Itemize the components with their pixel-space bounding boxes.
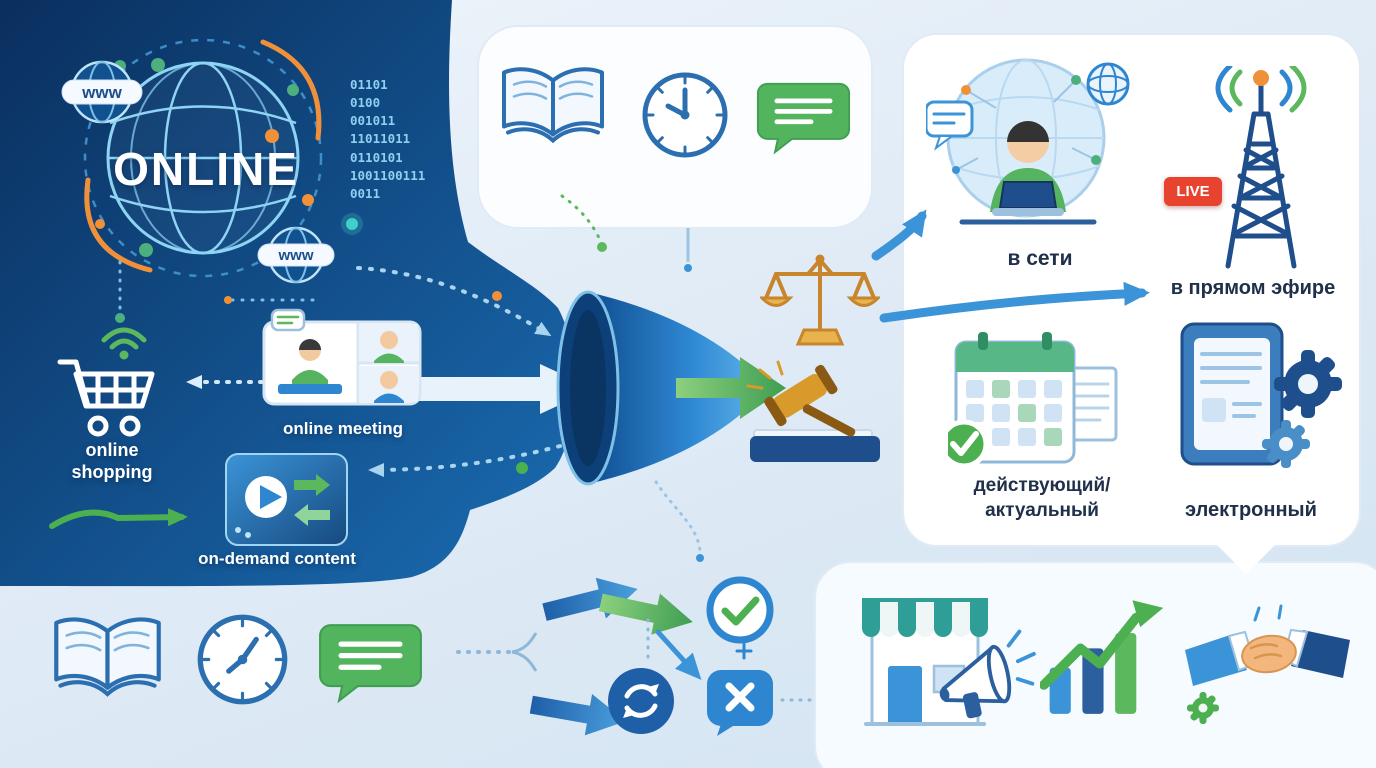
on-demand-label: on-demand content	[198, 549, 356, 568]
www-badge-bottom-icon: www	[256, 224, 336, 290]
scales-of-justice-icon	[760, 250, 880, 355]
chat-bubble-top-icon	[756, 78, 851, 158]
current-meaning-label: действующий/ актуальный	[973, 475, 1111, 521]
www-badge-top-icon: www	[60, 58, 144, 130]
calendar-check-icon	[948, 326, 1128, 476]
person-laptop-globe-icon	[926, 50, 1136, 250]
dismiss-bubble-icon	[703, 664, 777, 738]
tablet-gears-icon	[1170, 320, 1350, 480]
online-title: ONLINE	[113, 143, 299, 195]
live-meaning-label: в прямом эфире	[1170, 277, 1336, 299]
open-book-bottom-icon	[50, 612, 165, 707]
handshake-icon	[1185, 592, 1350, 727]
clock-bottom-icon	[195, 612, 290, 707]
megaphone-icon	[928, 620, 1043, 730]
shopping-cart-icon	[56, 348, 166, 448]
clock-top-icon	[640, 70, 730, 160]
radio-tower-icon	[1176, 66, 1346, 276]
online-meeting-label: online meeting	[283, 419, 403, 438]
open-book-top-icon	[498, 60, 608, 155]
wifi-icon	[94, 314, 154, 362]
online-meaning-label: в сети	[1007, 247, 1073, 270]
check-circle-icon	[703, 573, 777, 647]
binary-code: 01101 0100 001011 11011011 0110101 10011…	[350, 77, 426, 201]
live-badge: LIVE	[1164, 177, 1222, 206]
electronic-meaning-label: электронный	[1185, 499, 1317, 521]
growth-chart-icon	[1040, 590, 1170, 725]
sync-circle-icon	[604, 664, 678, 738]
gavel-and-book-icon	[742, 358, 892, 473]
online-shopping-label: online shopping	[71, 440, 153, 482]
on-demand-player-icon	[224, 452, 349, 547]
video-meeting-icon	[262, 308, 422, 418]
chat-bubble-bottom-icon	[318, 618, 423, 708]
www-badge-top-label: www	[82, 83, 122, 102]
globe-icon	[58, 28, 348, 298]
www-badge-bottom-label: www	[278, 247, 314, 264]
